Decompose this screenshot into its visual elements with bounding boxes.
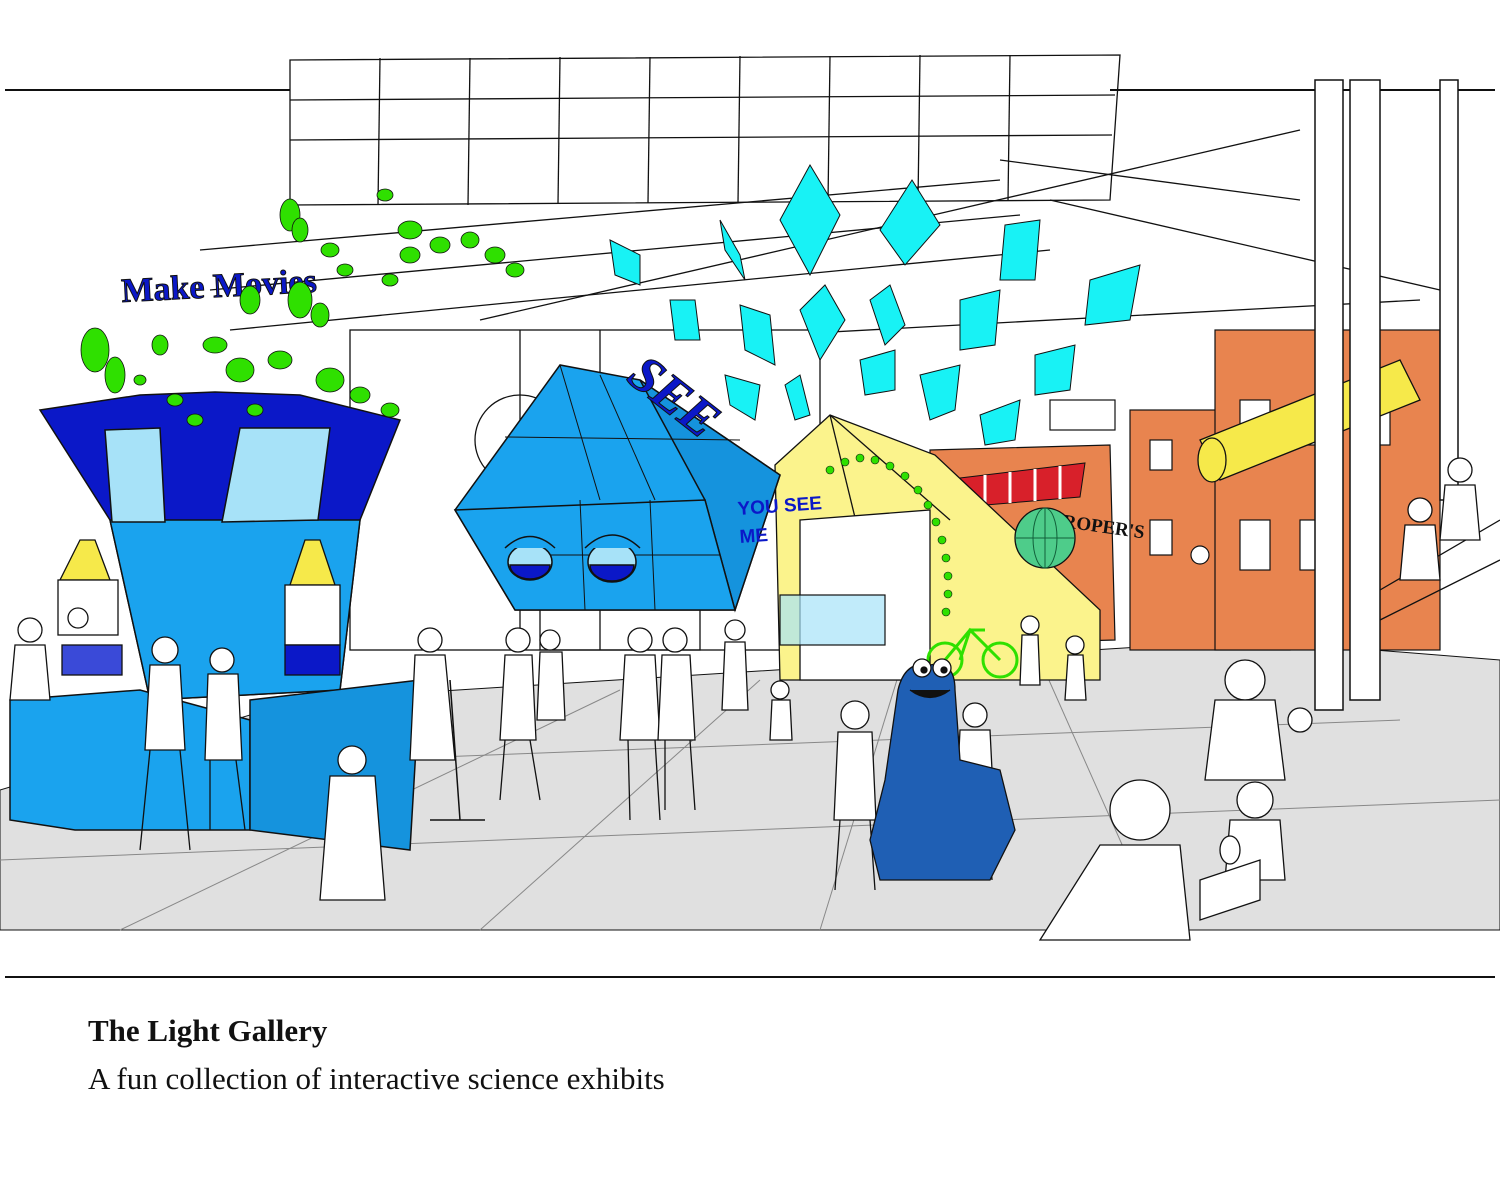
caption-title: The Light Gallery — [88, 1013, 328, 1048]
blue-monster — [869, 658, 1016, 881]
green-ball — [1014, 507, 1076, 569]
visitors — [9, 457, 1481, 941]
easel-stand — [430, 679, 485, 821]
vines — [80, 188, 525, 427]
you-see-sign-line2: ME — [739, 525, 769, 548]
dotted-arc — [825, 453, 953, 617]
table — [1199, 835, 1261, 921]
columns — [1314, 79, 1459, 711]
caption-subtitle: A fun collection of interactive science … — [88, 1061, 665, 1096]
frame-rules — [5, 89, 1495, 978]
make-movies-sign: Make Movies — [120, 263, 317, 310]
hanging-diamonds — [609, 163, 1141, 446]
storefront-awning — [959, 462, 1086, 508]
glass-case — [779, 594, 886, 646]
exhibit-illustration: ROPER'S — [0, 54, 1500, 978]
movie-lamps — [57, 539, 341, 676]
see-eyes — [504, 534, 641, 583]
